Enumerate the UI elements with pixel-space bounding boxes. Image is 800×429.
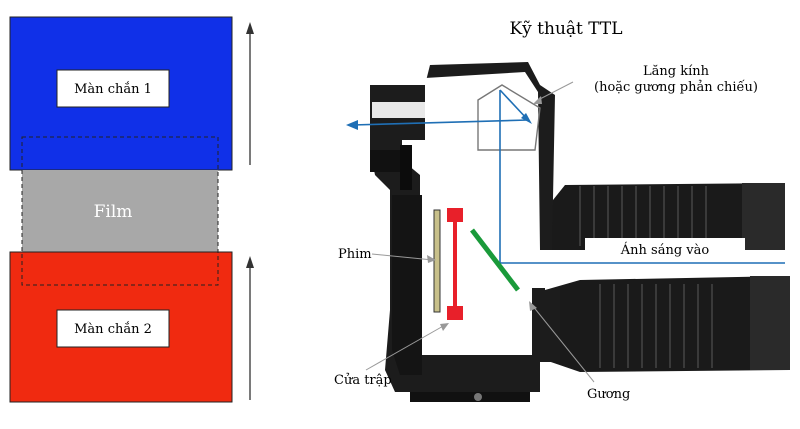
lens-barrel-lower [545,276,790,372]
pentaprism [477,84,541,151]
ttl-title: Kỹ thuật TTL [509,19,622,39]
mirror-label: Gương [587,387,630,402]
prism-label-line2: (hoặc gương phản chiếu) [594,79,758,95]
camera-body [370,62,560,402]
curtain-2-arrow-head [246,256,254,268]
prism-label-line1: Lăng kính [643,64,710,79]
prism-reflect-arrow-head [521,113,532,124]
film-label-right: Phim [338,247,372,262]
curtain-1-arrow-head [246,22,254,34]
curtain-1-label: Màn chắn 1 [74,81,152,97]
callout-lines [365,81,595,383]
film-area [22,170,218,252]
lens-barrel-upper [545,183,785,250]
shutter-label: Cửa trập [334,373,392,388]
film-label: Film [94,202,133,222]
shutter-curtain-panel: Màn chắn 1 Film Màn chắn 2 [9,16,254,403]
light-out-arrow-head [346,120,358,130]
curtain-2-label: Màn chắn 2 [74,321,152,337]
light-in-label: Ánh sáng vào [620,242,710,258]
curtain-1-label-box [56,69,170,108]
curtain-2-label-box [56,309,170,348]
reflex-mirror [470,228,520,292]
ttl-camera-panel: Kỹ thuật TTL [334,19,790,402]
film-strip [433,209,441,313]
light-path [351,89,785,264]
shutter [447,208,463,320]
film-frame-outline [21,136,219,286]
